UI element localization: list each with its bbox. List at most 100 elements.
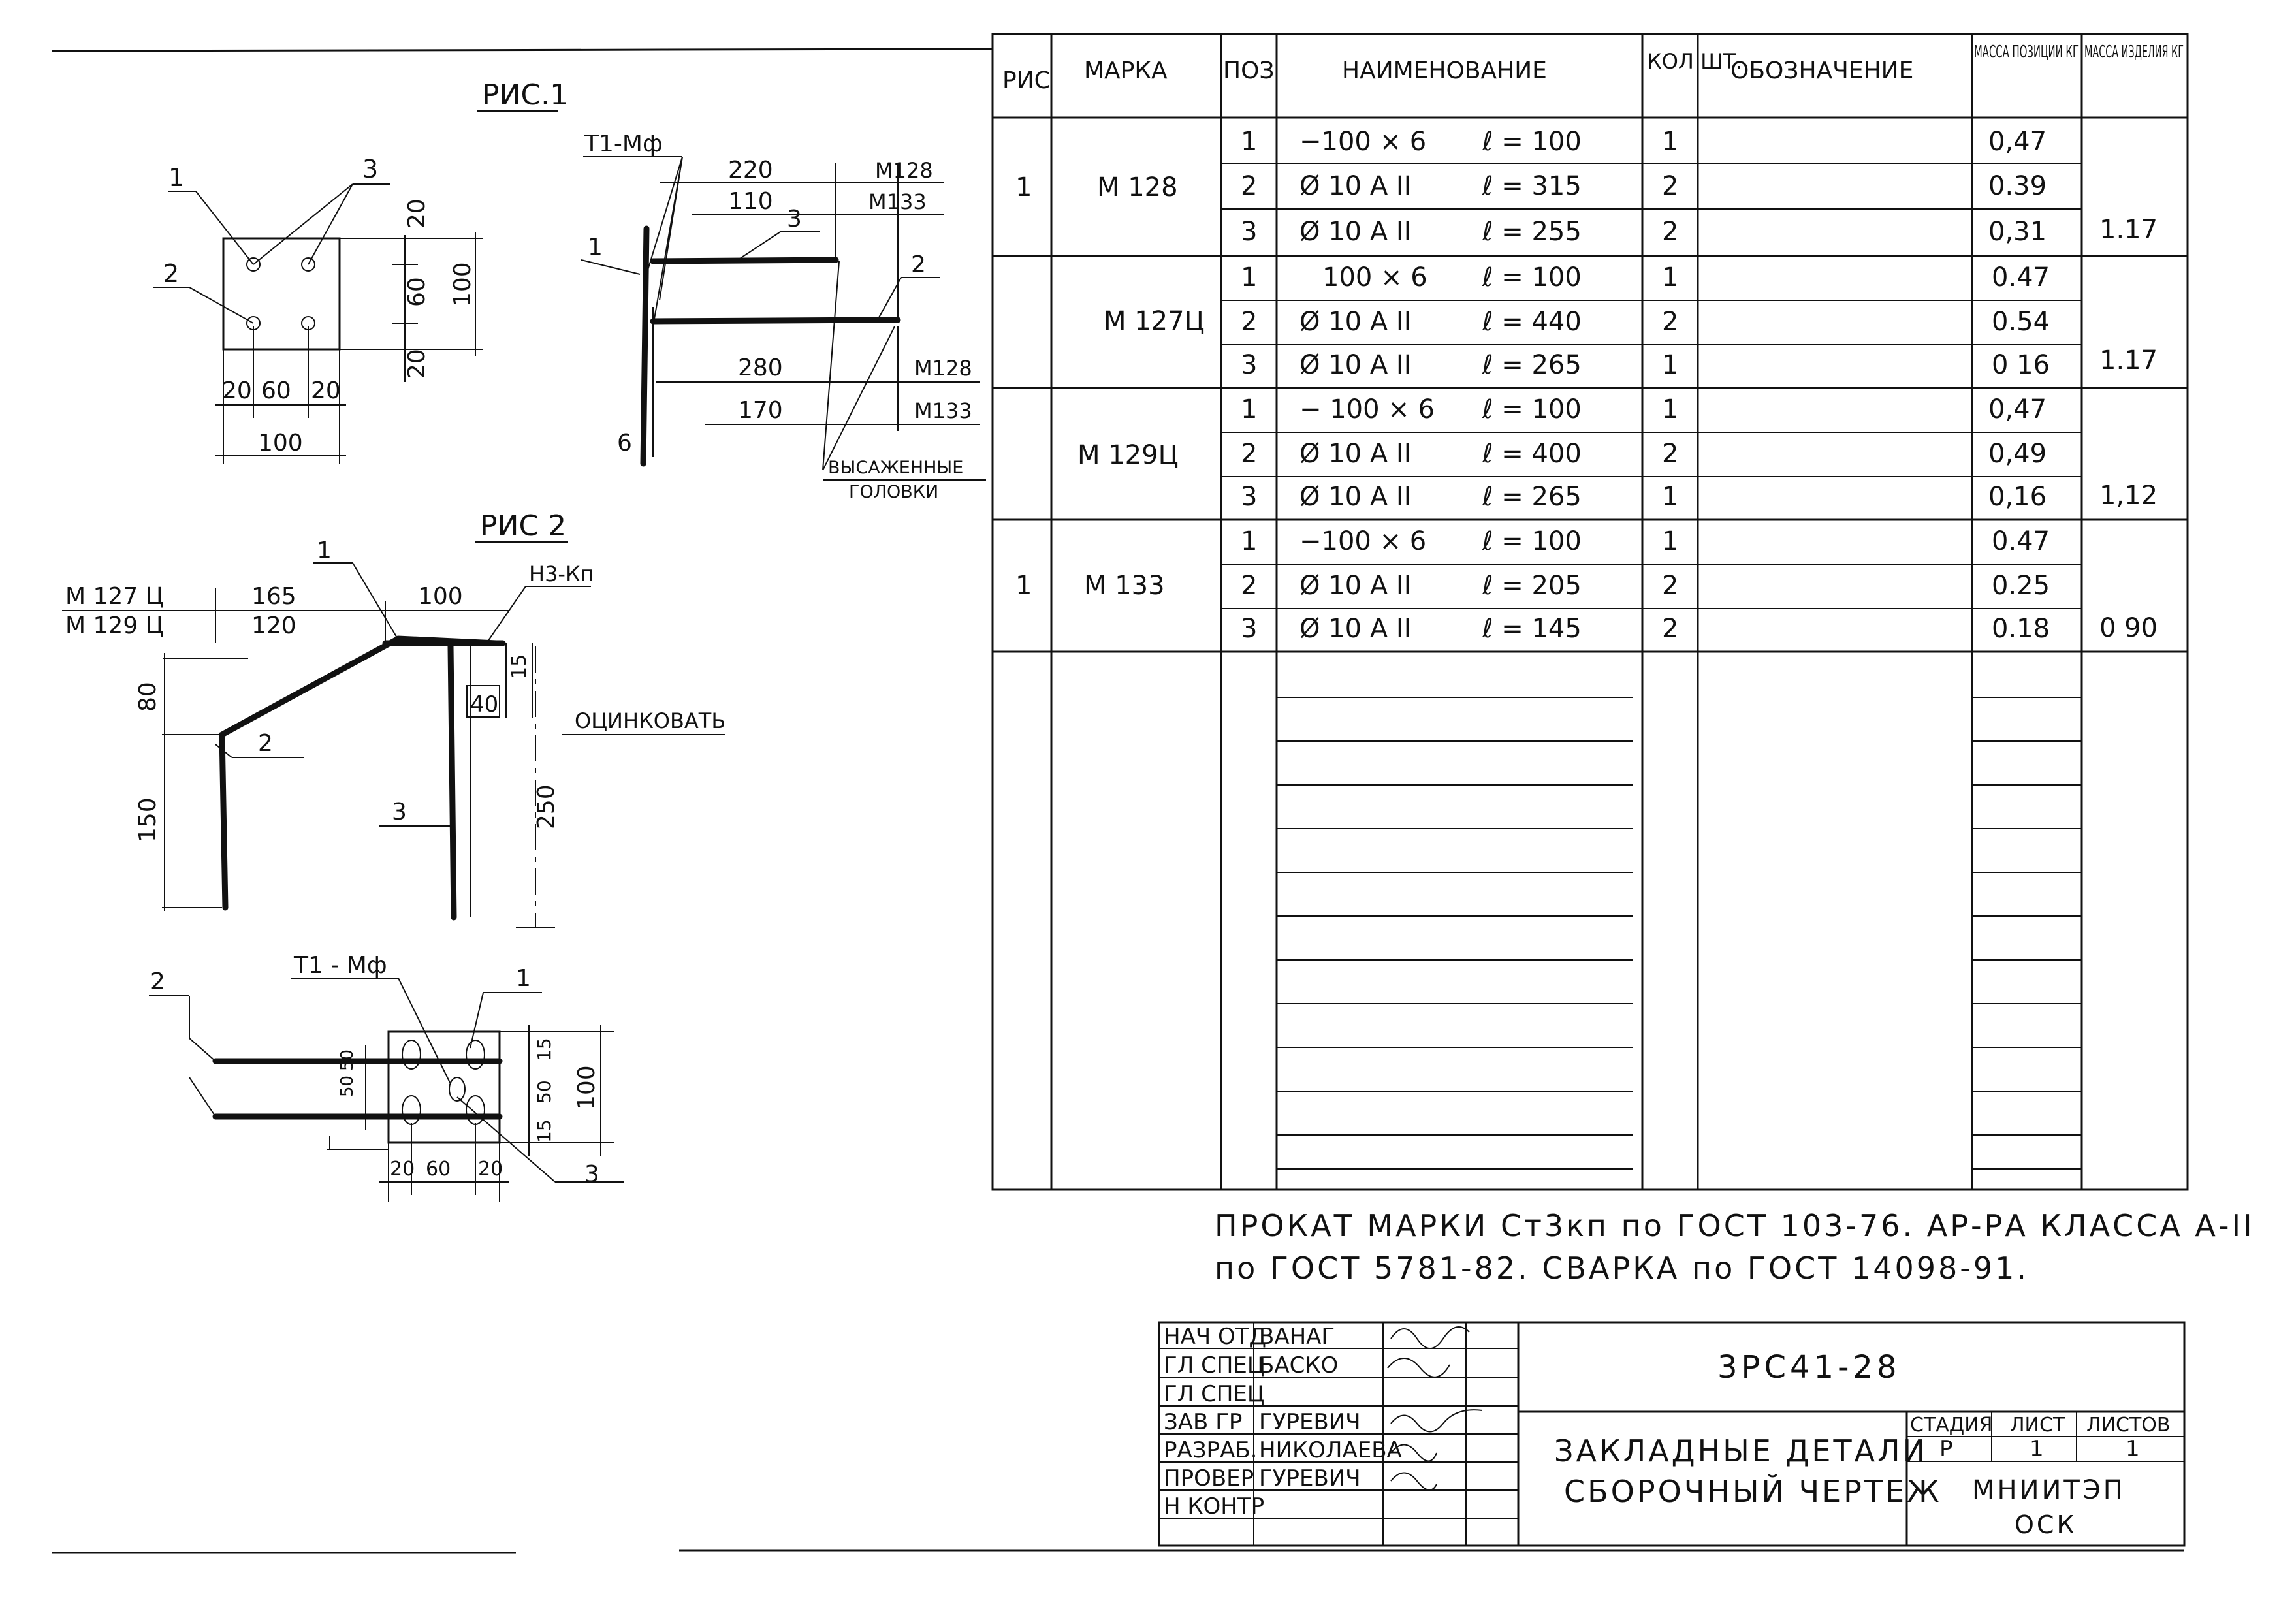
role-4: РАЗРАБ. bbox=[1164, 1437, 1257, 1463]
fig1-dim-bot: 20 bbox=[404, 349, 430, 379]
fig2-plan-callout-3: 3 bbox=[584, 1161, 599, 1188]
fig2-title: РИС 2 bbox=[480, 509, 566, 543]
fig1-dim-mid: 60 bbox=[404, 277, 430, 307]
doc-code: 3РС41-28 bbox=[1717, 1349, 1900, 1386]
frame-top-line bbox=[52, 48, 993, 52]
signature-mark bbox=[1387, 1358, 1450, 1378]
g1-ris: 1 bbox=[1015, 172, 1032, 202]
g4-r3-name: Ø 10 А II bbox=[1299, 614, 1411, 644]
fig2-dim-15: 15 bbox=[508, 654, 531, 679]
g4-r2-poz: 2 bbox=[1241, 571, 1257, 601]
fig1-side-callout-1: 1 bbox=[588, 234, 603, 261]
fig1-m133-top: М133 bbox=[868, 189, 927, 214]
g3-r1-poz: 1 bbox=[1241, 394, 1257, 424]
fig1-dim-total-v: 100 bbox=[449, 262, 476, 307]
g1-r3-poz: 3 bbox=[1241, 217, 1257, 247]
role-5: ПРОВЕР bbox=[1164, 1465, 1254, 1491]
g2-mark: М 127Ц bbox=[1104, 306, 1205, 336]
role-2: ГЛ СПЕЦ bbox=[1164, 1381, 1264, 1407]
fig1-callout-2: 2 bbox=[163, 259, 179, 288]
g1-total: 1.17 bbox=[2099, 215, 2158, 245]
fig2-dim-165: 165 bbox=[251, 583, 296, 610]
specification-table: РИС МАРКА ПОЗ НАИМЕНОВАНИЕ КОЛ ШТ. ОБОЗН… bbox=[991, 33, 2189, 1191]
fig2-dim-80: 80 bbox=[135, 682, 161, 712]
fig1-callout-3: 3 bbox=[362, 155, 378, 183]
g4-r2-mass: 0.25 bbox=[1992, 571, 2050, 601]
fig2-dim-250: 250 bbox=[533, 784, 560, 829]
org-dept: ОСК bbox=[2015, 1510, 2077, 1539]
signature-mark bbox=[1390, 1326, 1470, 1349]
fig1-m133-bot: М133 bbox=[914, 398, 972, 423]
g2-r1-len: ℓ = 100 bbox=[1482, 263, 1582, 293]
fig1-dim-170: 170 bbox=[738, 397, 783, 424]
org-name: МНИИТЭП bbox=[1972, 1475, 2126, 1505]
g3-r3-poz: 3 bbox=[1241, 482, 1257, 512]
fig1-dim-280: 280 bbox=[738, 355, 783, 381]
fig2-plan-weld: Т1 - Мф bbox=[293, 952, 387, 979]
signature-mark bbox=[1390, 1472, 1437, 1491]
fig1-weld-label: Т1-Мф bbox=[584, 131, 663, 157]
fig1-side-callout-3: 3 bbox=[787, 206, 802, 232]
g3-mark: М 129Ц bbox=[1077, 440, 1179, 470]
col-header-qty-text: КОЛ ШТ. bbox=[1647, 49, 1742, 74]
g4-r3-qty: 2 bbox=[1662, 614, 1678, 644]
fig1-dim-top: 20 bbox=[404, 199, 430, 229]
g2-r3-poz: 3 bbox=[1241, 350, 1257, 380]
g1-r1-poz: 1 bbox=[1241, 127, 1257, 157]
fig2-dim-120: 120 bbox=[251, 613, 296, 639]
col-header-mark: МАРКА bbox=[1084, 57, 1168, 84]
g2-total: 1.17 bbox=[2099, 345, 2158, 375]
g4-ris: 1 bbox=[1015, 571, 1032, 601]
g4-total: 0 90 bbox=[2099, 613, 2158, 643]
g2-r3-name: Ø 10 А II bbox=[1299, 350, 1411, 380]
g1-r1-name: −100 × 6 bbox=[1299, 127, 1426, 157]
fig2-plan-v50a: 50 bbox=[534, 1080, 555, 1104]
stage-header: СТАДИЯ bbox=[1910, 1414, 1993, 1437]
g1-r1-len: ℓ = 100 bbox=[1482, 127, 1582, 157]
fig2-bar-3 bbox=[447, 643, 457, 921]
name-5: ГУРЕВИЧ bbox=[1259, 1465, 1361, 1491]
fig2-plan-h20b: 20 bbox=[478, 1158, 503, 1181]
g4-r3-poz: 3 bbox=[1241, 614, 1257, 644]
fig2-callout-2: 2 bbox=[258, 730, 273, 757]
fig2-plan-v15b: 15 bbox=[534, 1119, 555, 1143]
col-header-designation: ОБОЗНАЧЕНИЕ bbox=[1730, 57, 1913, 84]
fig2-plan-callout-1: 1 bbox=[516, 965, 531, 992]
signature-mark bbox=[1390, 1409, 1483, 1433]
name-1: БАСКО bbox=[1259, 1352, 1338, 1378]
role-1: ГЛ СПЕЦ bbox=[1164, 1352, 1264, 1378]
fig2-plan-v50l: 50 bbox=[338, 1075, 357, 1097]
g2-r3-qty: 1 bbox=[1662, 350, 1678, 380]
col-header-name: НАИМЕНОВАНИЕ bbox=[1342, 57, 1547, 84]
g2-r1-mass: 0.47 bbox=[1992, 263, 2050, 293]
fig2-plan-v100: 100 bbox=[573, 1065, 600, 1110]
fig2-callout-1: 1 bbox=[317, 537, 332, 564]
fig2-plan-plate bbox=[387, 1030, 501, 1144]
role-0: НАЧ ОТД bbox=[1164, 1324, 1266, 1350]
g3-r2-len: ℓ = 400 bbox=[1482, 439, 1582, 469]
doc-name-line-1: ЗАКЛАДНЫЕ ДЕТАЛИ bbox=[1554, 1433, 1928, 1469]
g4-r2-name: Ø 10 А II bbox=[1299, 571, 1411, 601]
g1-r3-qty: 2 bbox=[1662, 217, 1678, 247]
fig2-callout-3: 3 bbox=[392, 799, 407, 825]
fig2-galvanize-note: ОЦИНКОВАТЬ bbox=[575, 709, 725, 733]
col-header-qty: КОЛ ШТ. bbox=[1647, 49, 1742, 74]
g4-r1-len: ℓ = 100 bbox=[1482, 526, 1582, 556]
g2-r3-len: ℓ = 265 bbox=[1482, 350, 1582, 380]
g4-r2-len: ℓ = 205 bbox=[1482, 571, 1582, 601]
doc-name-line-2: СБОРОЧНЫЙ ЧЕРТЕЖ bbox=[1564, 1474, 1942, 1509]
role-6: Н КОНТР bbox=[1164, 1493, 1264, 1520]
g3-r1-len: ℓ = 100 bbox=[1482, 394, 1582, 424]
g1-r2-qty: 2 bbox=[1662, 171, 1678, 201]
g1-r3-name: Ø 10 А II bbox=[1299, 217, 1411, 247]
g1-r3-len: ℓ = 255 bbox=[1482, 217, 1582, 247]
fig1-m128-bot: М128 bbox=[914, 356, 972, 381]
g1-r2-len: ℓ = 315 bbox=[1482, 171, 1582, 201]
col-header-mass-item: МАССА ИЗДЕЛИЯ КГ bbox=[2084, 42, 2184, 62]
fig1-side-callout-2: 2 bbox=[911, 251, 926, 278]
fig1-dim-h2: 60 bbox=[261, 377, 291, 404]
g2-r1-qty: 1 bbox=[1662, 263, 1678, 293]
g4-mark: М 133 bbox=[1084, 571, 1165, 601]
g2-r2-poz: 2 bbox=[1241, 307, 1257, 337]
